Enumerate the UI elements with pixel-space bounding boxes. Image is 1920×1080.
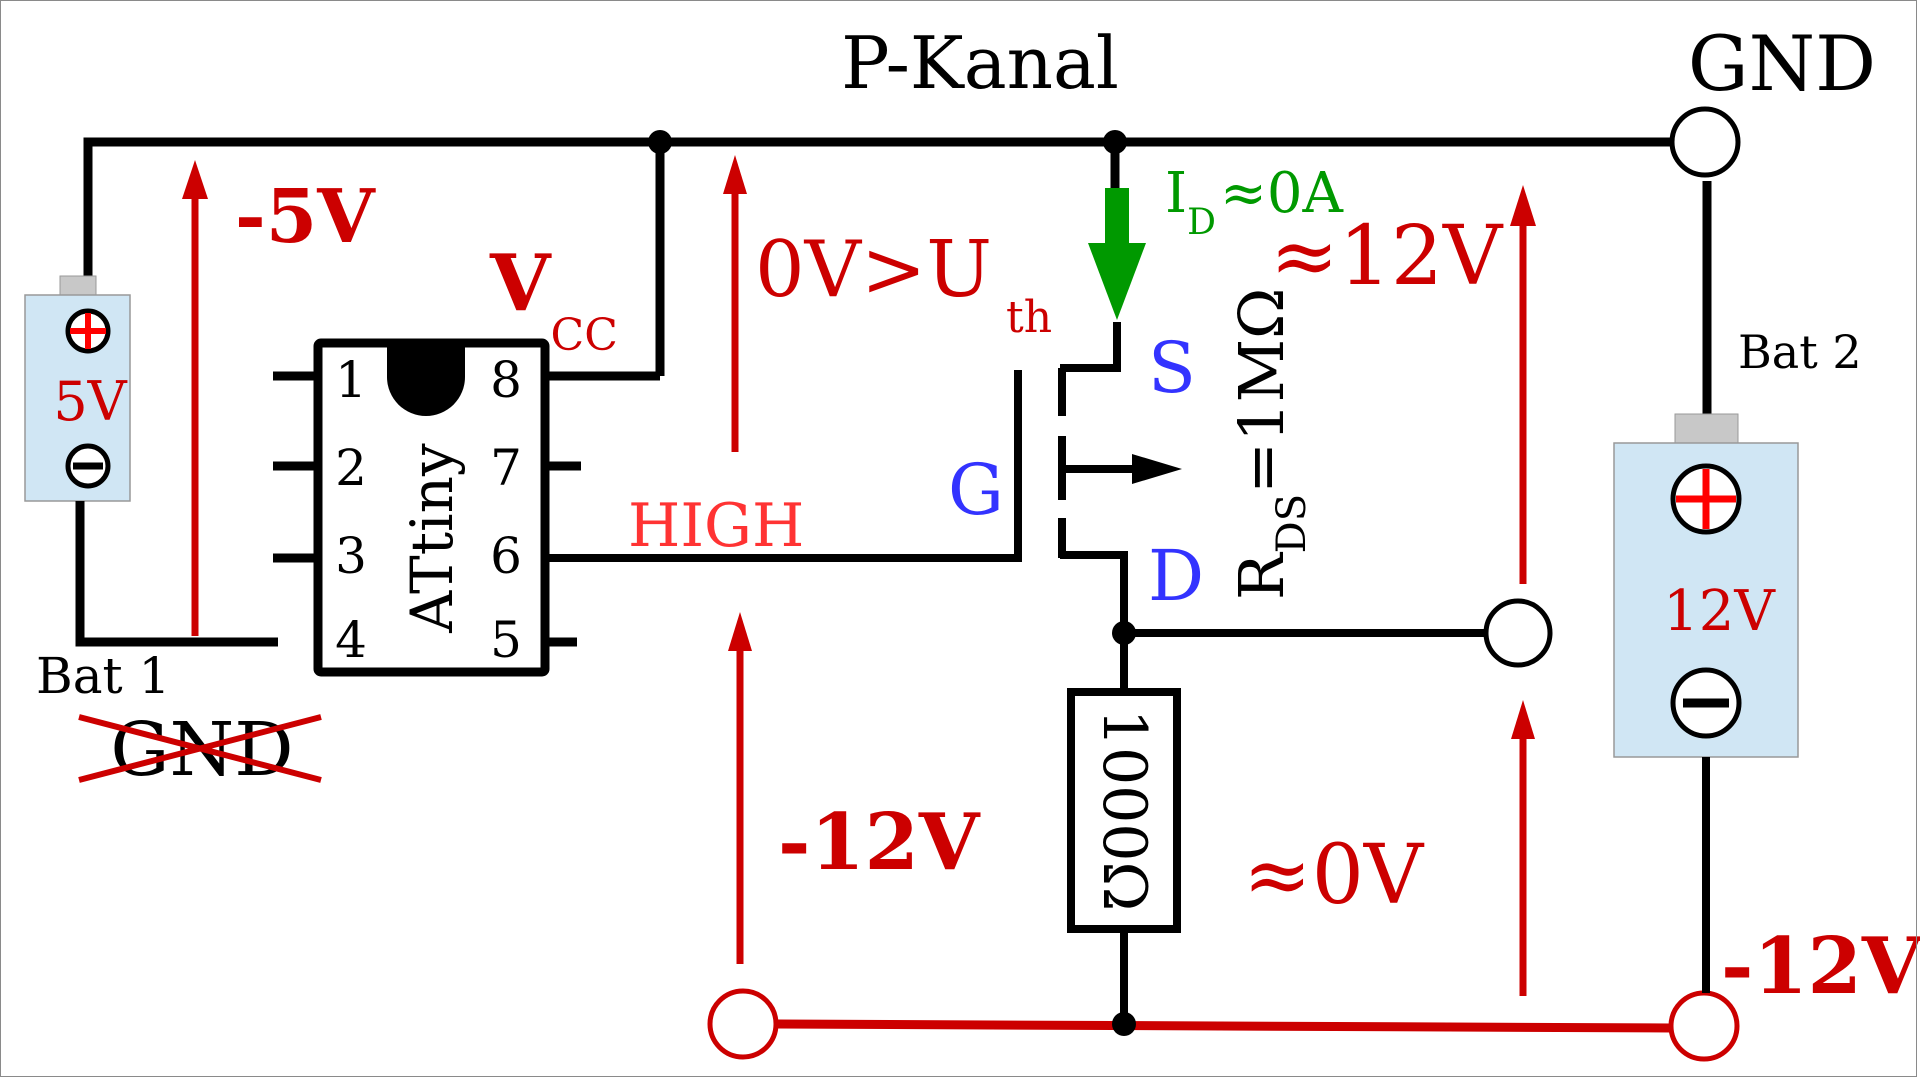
ic-name: ATtiny <box>398 443 466 634</box>
bat1-bottom-wire <box>75 501 278 647</box>
gate-voltage-main: 0V>U <box>755 225 992 315</box>
plus-icon <box>65 308 111 354</box>
ds-voltage-label: ≈12V <box>1270 209 1504 304</box>
bat2-label: Bat 2 <box>1738 325 1862 379</box>
voltage-bat1-label: -5V <box>235 174 376 260</box>
output-terminal[interactable] <box>1483 598 1553 668</box>
voltage-arrow-bat1 <box>182 160 208 636</box>
gate-wire <box>545 370 1022 562</box>
pin-1-label: 1 <box>335 351 367 409</box>
voltage-arrow-load <box>1511 700 1535 996</box>
voltage-arrow-ds <box>1510 185 1536 584</box>
resistor-value: 1000Ω <box>1089 709 1159 911</box>
source-terminal-label: S <box>1148 327 1196 409</box>
vcc-main: V <box>489 238 552 329</box>
voltage-arrow-gate <box>723 155 752 964</box>
vcc-label: VCC <box>489 238 618 361</box>
current-sub: D <box>1187 202 1216 243</box>
drain-terminal-label: D <box>1148 535 1204 617</box>
current-value: ≈0A <box>1220 161 1344 226</box>
rds-main: R <box>1225 551 1298 600</box>
junction-dot <box>648 130 672 154</box>
left-bottom-voltage-label: -12V <box>778 797 981 888</box>
drain-current-arrow <box>1088 188 1146 320</box>
diagram-title: P-Kanal <box>841 21 1119 105</box>
mosfet-p-channel <box>1058 322 1145 625</box>
junction-dot <box>1103 130 1127 154</box>
plus-icon <box>1670 463 1742 535</box>
pin-8-label: 8 <box>490 351 522 409</box>
pin-5-label: 5 <box>490 611 522 669</box>
high-label: HIGH <box>628 491 804 561</box>
gnd-terminal[interactable] <box>1669 106 1741 178</box>
mosfet-arrow <box>1132 454 1182 484</box>
vcc-sub: CC <box>551 310 618 361</box>
pin-7-label: 7 <box>490 439 522 497</box>
pin-3-label: 3 <box>335 527 367 585</box>
crossed-gnd: GND <box>78 707 322 793</box>
battery-1: 5V <box>24 275 131 502</box>
bottom-wire <box>776 1019 1673 1033</box>
bottom-left-terminal[interactable] <box>707 988 779 1060</box>
battery-2-voltage: 12V <box>1663 579 1776 644</box>
minus-icon <box>1670 667 1742 739</box>
rds-value: =1MΩ <box>1225 288 1298 494</box>
minus-icon <box>65 443 111 489</box>
pin-4-label: 4 <box>335 611 367 669</box>
rds-label: RDS=1MΩ <box>1225 288 1315 600</box>
resistor: 1000Ω <box>1067 688 1181 1026</box>
drain-current-label: ID≈0A <box>1165 161 1344 243</box>
gate-terminal-label: G <box>948 449 1004 531</box>
bat1-label: Bat 1 <box>36 647 170 705</box>
rds-sub: DS <box>1269 494 1315 553</box>
pin-2-label: 2 <box>335 439 367 497</box>
bottom-right-voltage-label: -12V <box>1721 921 1920 1012</box>
gate-voltage-sub: th <box>1006 292 1052 343</box>
junction-dot <box>1112 1012 1136 1036</box>
gnd-label: GND <box>1688 19 1876 108</box>
junction-dot <box>1112 621 1136 645</box>
battery-1-voltage: 5V <box>53 370 127 433</box>
load-voltage-label: ≈0V <box>1243 828 1425 923</box>
battery-2: 12V <box>1613 413 1799 758</box>
current-main: I <box>1165 161 1187 226</box>
attiny-ic: 1 2 3 4 8 7 6 5 ATtiny <box>273 338 581 677</box>
gate-voltage-label: 0V>U th <box>755 225 1052 343</box>
pin-6-label: 6 <box>490 527 522 585</box>
